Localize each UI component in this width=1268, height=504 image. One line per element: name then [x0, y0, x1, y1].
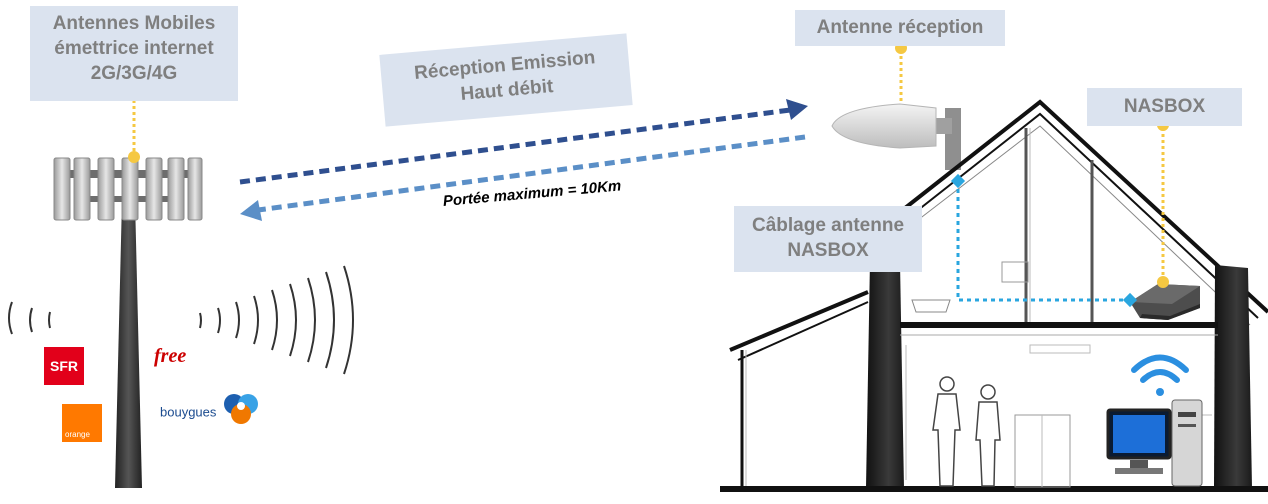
downlink-arrow	[239, 99, 808, 185]
wifi-icon	[1131, 354, 1189, 396]
router-icon	[1130, 284, 1200, 320]
radio-waves	[8, 265, 354, 375]
tower-label: Antennes Mobiles émettrice internet 2G/3…	[30, 6, 238, 101]
bouygues-logo-text: bouygues	[160, 404, 217, 420]
cabling-label-line-1: Câblage antenne	[751, 215, 905, 236]
nasbox-label-connector	[1157, 119, 1169, 288]
cabling-label: Câblage antenne NASBOX	[734, 206, 922, 272]
computer-icon	[1106, 399, 1203, 487]
free-logo: free	[154, 345, 187, 367]
cell-tower-icon	[53, 157, 203, 488]
tower-label-connector	[128, 100, 140, 163]
nasbox-label-text: NASBOX	[1123, 96, 1206, 117]
people-icon	[932, 376, 1001, 487]
antenna-cable	[950, 173, 1138, 308]
tower-label-line-1: Antennes Mobiles	[52, 13, 216, 34]
nasbox-label: NASBOX	[1087, 88, 1242, 126]
tower-label-line-2: émettrice internet	[54, 38, 214, 59]
house	[720, 99, 1268, 492]
cabling-label-line-2: NASBOX	[787, 240, 869, 261]
orange-logo: orange	[62, 404, 102, 442]
reception-antenna-label: Antenne réception	[795, 10, 1005, 46]
tower-label-line-3: 2G/3G/4G	[90, 63, 178, 84]
yagi-antenna-icon	[831, 103, 961, 170]
sfr-logo: SFR	[44, 347, 84, 385]
bouygues-logo: bouygues	[160, 394, 260, 430]
antenna-label-connector	[895, 42, 907, 104]
uplink-arrow	[240, 134, 806, 221]
reception-antenna-label-text: Antenne réception	[816, 17, 984, 38]
bouygues-mark-icon	[224, 394, 259, 424]
